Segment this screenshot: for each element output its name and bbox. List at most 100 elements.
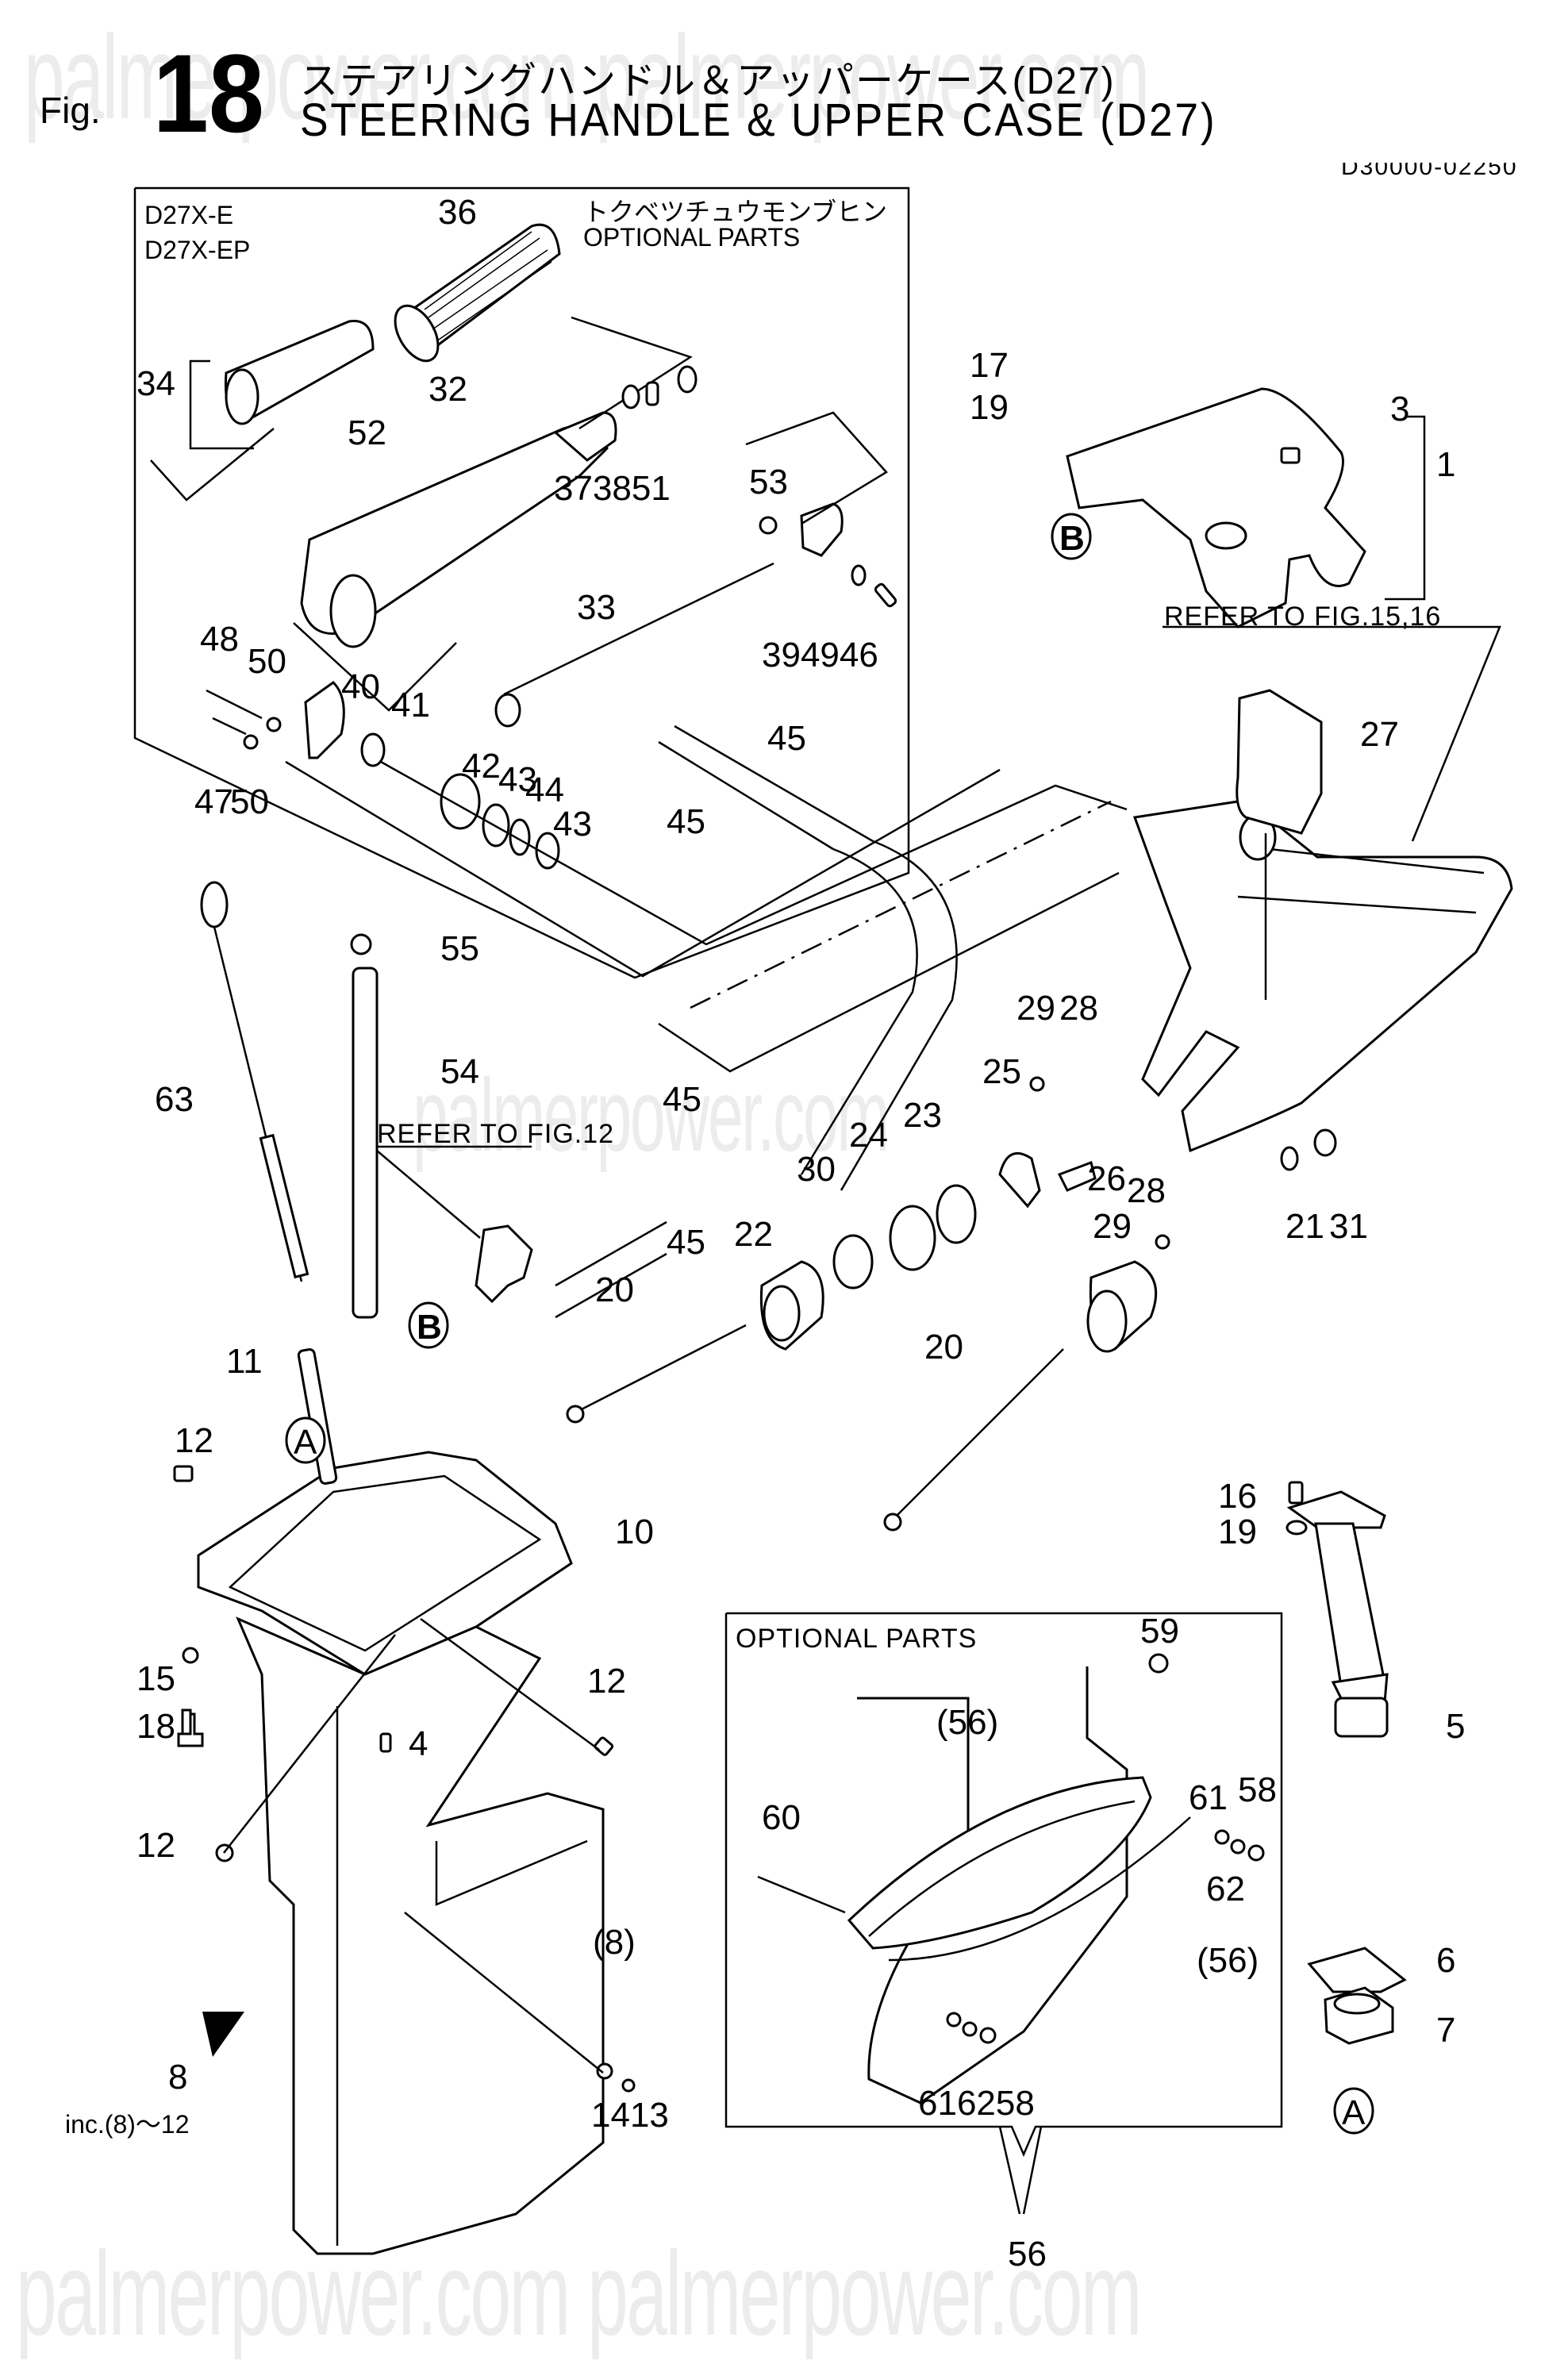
part-label-p17: 17 <box>970 346 1009 385</box>
part-label-p60: 60 <box>762 1798 801 1837</box>
view-arrow-icon <box>202 2012 244 2057</box>
steering-handle-part <box>293 316 693 712</box>
part-label-p47: 47 <box>194 782 233 821</box>
part-label-p5: 5 <box>1446 1707 1465 1746</box>
part-label-p12a: 12 <box>175 1421 213 1460</box>
watermark-bottom: palmerpower.com palmerpower.com <box>16 2227 1142 2360</box>
part-label-p48: 48 <box>200 620 239 659</box>
part-label-p36: 36 <box>438 193 477 232</box>
part-label-p27: 27 <box>1360 715 1399 754</box>
throttle-bracket-parts <box>745 411 897 608</box>
part-label-p39-49-46: 394946 <box>762 636 878 675</box>
part-label-p21: 21 <box>1286 1207 1324 1246</box>
assembly-note-text: inc.(8)～12 <box>65 2110 190 2139</box>
part-label-p22: 22 <box>734 1215 773 1254</box>
part-label-p12b: 12 <box>587 1662 626 1701</box>
shift-link-part <box>376 1145 533 1304</box>
throttle-rod-part <box>494 562 774 728</box>
optional-note-english-bottom: OPTIONAL PARTS <box>736 1624 977 1654</box>
swivel-bracket-part <box>1132 625 1513 1153</box>
optional-note-english: OPTIONAL PARTS <box>583 223 800 252</box>
part-label-p15: 15 <box>136 1659 175 1698</box>
part-label-p43a: 43 <box>498 760 537 799</box>
part-label-p34: 34 <box>136 364 175 403</box>
part-label-p24: 24 <box>849 1116 888 1155</box>
part-label-p61-62-58: 616258 <box>918 2084 1035 2123</box>
part-label-p44: 44 <box>525 771 564 809</box>
throttle-grip-part <box>394 223 561 363</box>
part-label-p43b: 43 <box>553 805 592 844</box>
part-label-p29b: 29 <box>1093 1207 1132 1246</box>
assembly-guide-lines <box>285 760 1128 1073</box>
part-label-p29a: 29 <box>1017 989 1055 1028</box>
thrust-block-part <box>1236 689 1323 1000</box>
callout-b-upper: B <box>1059 519 1085 558</box>
assembly-note-number: 8 <box>168 2058 187 2097</box>
callout-b-lower: B <box>417 1308 442 1347</box>
part-label-p14-13: 1413 <box>591 2096 669 2135</box>
optional-parts-box-bottom: OPTIONAL PARTS <box>724 1612 1283 2215</box>
upper-case-part <box>173 1348 636 2255</box>
optional-note-japanese: トクベツチュウモンブヒン <box>583 198 887 226</box>
callout-a-lower: A <box>1342 2093 1366 2132</box>
part-label-p59: 59 <box>1140 1612 1179 1651</box>
part-label-p19a: 19 <box>970 388 1009 427</box>
part-label-p31: 31 <box>1329 1207 1368 1246</box>
part-label-p53: 53 <box>749 463 788 502</box>
mount-rubbers <box>566 1076 1337 1532</box>
part-label-p12c: 12 <box>136 1826 175 1865</box>
part-label-p52: 52 <box>348 413 386 452</box>
callout-a-upper: A <box>294 1423 317 1462</box>
throttle-friction-parts <box>621 365 698 409</box>
part-label-p4: 4 <box>409 1724 428 1763</box>
part-label-p33: 33 <box>577 588 616 627</box>
part-label-p54: 54 <box>440 1052 479 1091</box>
reference-markers: A B B A <box>285 513 1374 2135</box>
figure-number: 18 <box>152 31 264 156</box>
part-label-p45c: 45 <box>663 1080 701 1119</box>
part-label-p32: 32 <box>429 370 467 409</box>
title-english: STEERING HANDLE & UPPER CASE (D27) <box>300 94 1217 146</box>
model-label-2: D27X-EP <box>144 236 250 264</box>
part-label-p42: 42 <box>462 747 501 786</box>
part-label-p30: 30 <box>797 1150 836 1189</box>
part-label-p56paren-b: (56) <box>1197 1941 1259 1980</box>
part-label-p56paren-a: (56) <box>936 1703 998 1742</box>
part-label-p45b: 45 <box>667 802 705 841</box>
part-label-p7: 7 <box>1436 2011 1455 2050</box>
part-label-p50a: 50 <box>248 642 286 681</box>
part-label-p45a: 45 <box>767 719 806 758</box>
part-label-p16: 16 <box>1218 1477 1257 1516</box>
model-label-1: D27X-E <box>144 201 233 229</box>
part-label-p55: 55 <box>440 929 479 968</box>
part-label-p40: 40 <box>341 667 380 706</box>
part-label-p11: 11 <box>226 1342 263 1381</box>
throttle-shaft-part <box>150 319 375 502</box>
part-label-p56: 56 <box>1008 2235 1047 2274</box>
refer-fig-15-16: REFER TO FIG.15,16 <box>1164 602 1441 632</box>
part-label-p18: 18 <box>136 1707 175 1746</box>
part-label-p26: 26 <box>1087 1159 1126 1198</box>
document-code: D30000-02250 <box>1341 163 1518 179</box>
part-label-p10: 10 <box>615 1512 654 1551</box>
optional-parts-box-top: D27X-E D27X-EP トクベツチュウモンブヒン OPTIONAL PAR… <box>133 186 910 979</box>
part-label-p28b: 28 <box>1127 1171 1166 1210</box>
part-label-p37-38-51: 373851 <box>554 469 671 508</box>
dipstick-part <box>200 881 309 1282</box>
exhaust-pipe-parts <box>1286 1481 1407 2045</box>
part-label-p41: 41 <box>391 686 430 725</box>
part-label-p1: 1 <box>1436 445 1455 484</box>
watermark-top: palmerpower.com palmerpower.com <box>24 10 1150 144</box>
part-label-p25: 25 <box>982 1052 1021 1091</box>
part-label-p23: 23 <box>903 1096 942 1135</box>
part-label-p6: 6 <box>1436 1941 1455 1980</box>
part-label-p63: 63 <box>155 1080 194 1119</box>
part-label-p58a: 58 <box>1238 1770 1277 1809</box>
watermark-middle: palmerpower.com <box>413 1057 890 1173</box>
part-label-p20a: 20 <box>595 1270 634 1309</box>
refer-fig-12: REFER TO FIG.12 <box>377 1119 614 1149</box>
title-japanese: ステアリングハンドル＆アッパーケース(D27) <box>300 60 1116 102</box>
part-label-p62: 62 <box>1206 1870 1245 1908</box>
